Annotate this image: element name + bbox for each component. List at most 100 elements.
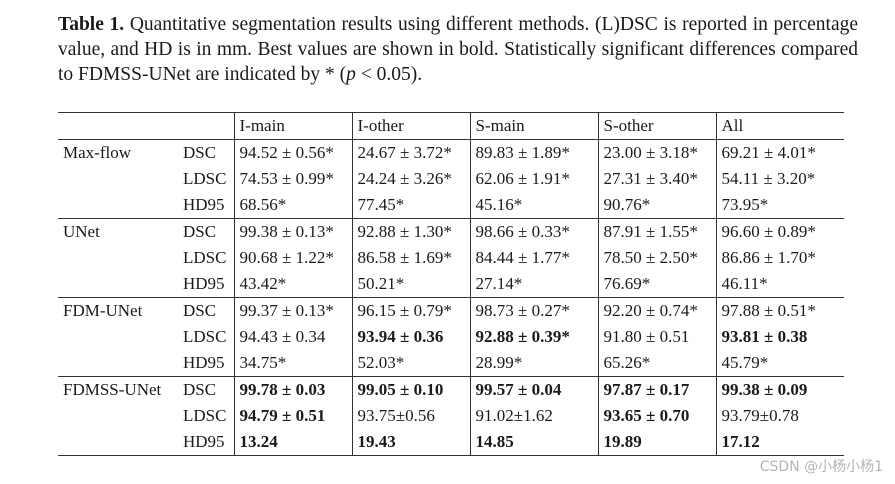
value-cell: 86.58 ± 1.69* (351, 245, 470, 271)
table-row: HD95 43.42*50.21*27.14*76.69*46.11* (58, 271, 844, 298)
value-cell: 69.21 ± 4.01* (715, 139, 844, 166)
value-cell: 87.91 ± 1.55* (597, 218, 716, 245)
value-cell: 99.38 ± 0.09 (715, 376, 844, 403)
metric-cell: DSC (178, 376, 234, 403)
header-cell: S-main (469, 112, 598, 140)
method-cell (58, 192, 178, 219)
header-cell (178, 112, 234, 140)
metric-cell: HD95 (183, 195, 225, 214)
value-cell: 46.11* (715, 271, 844, 298)
metric-cell: LDSC (183, 406, 227, 425)
caption-label: Table 1. (58, 14, 125, 35)
value-cell: 23.00 ± 3.18* (597, 139, 716, 166)
value-cell: 94.52 ± 0.56* (233, 139, 352, 166)
value-cell: 28.99* (469, 350, 598, 377)
value-cell: 19.43 (351, 429, 470, 456)
value-cell: 89.83 ± 1.89* (469, 139, 598, 166)
caption-text-end: < 0.05). (355, 64, 423, 85)
value-cell: 98.73 ± 0.27* (469, 297, 598, 324)
value-cell: 45.79* (715, 350, 844, 377)
value-cell: 93.94 ± 0.36 (351, 324, 470, 350)
value-cell: 90.76* (597, 192, 716, 219)
table-caption: Table 1. Quantitative segmentation resul… (58, 12, 858, 87)
value-cell: 96.60 ± 0.89* (715, 218, 844, 245)
value-cell: 62.06 ± 1.91* (469, 166, 598, 192)
watermark: CSDN @小杨小杨1 (759, 459, 883, 475)
method-cell (58, 429, 178, 456)
value-cell: 90.68 ± 1.22* (233, 245, 352, 271)
header-cell (58, 112, 178, 140)
value-cell: 24.67 ± 3.72* (351, 139, 470, 166)
method-cell (58, 271, 178, 298)
value-cell: 27.31 ± 3.40* (597, 166, 716, 192)
method-cell (58, 166, 178, 192)
method-cell (58, 350, 178, 377)
method-cell (58, 245, 178, 271)
metric-cell: LDSC (183, 327, 227, 346)
value-cell: 97.88 ± 0.51* (715, 297, 844, 324)
metric-cell: HD95 (183, 274, 225, 293)
value-cell: 76.69* (597, 271, 716, 298)
value-cell: 68.56* (233, 192, 352, 219)
value-cell: 92.20 ± 0.74* (597, 297, 716, 324)
method-cell (58, 324, 178, 350)
caption-p-symbol: p (346, 64, 356, 85)
metric-cell: LDSC (183, 248, 227, 267)
value-cell: 93.81 ± 0.38 (715, 324, 844, 350)
metric-cell: LDSC (183, 169, 227, 188)
value-cell: 93.65 ± 0.70 (597, 403, 716, 429)
value-cell: 93.79±0.78 (715, 403, 844, 429)
value-cell: 97.87 ± 0.17 (597, 376, 716, 403)
value-cell: 34.75* (233, 350, 352, 377)
value-cell: 43.42* (233, 271, 352, 298)
metric-cell: HD95 (178, 429, 234, 456)
value-cell: 65.26* (597, 350, 716, 377)
value-cell: 78.50 ± 2.50* (597, 245, 716, 271)
value-cell: 86.86 ± 1.70* (715, 245, 844, 271)
value-cell: 91.80 ± 0.51 (597, 324, 716, 350)
method-cell: Max-flow (58, 139, 178, 166)
metric-cell: DSC (178, 218, 234, 245)
table-row: HD95 68.56*77.45*45.16*90.76*73.95* (58, 192, 844, 219)
method-cell: UNet (58, 218, 178, 245)
value-cell: 45.16* (469, 192, 598, 219)
value-cell: 94.79 ± 0.51 (233, 403, 352, 429)
value-cell: 17.12 (715, 429, 844, 456)
value-cell: 99.57 ± 0.04 (469, 376, 598, 403)
value-cell: 24.24 ± 3.26* (351, 166, 470, 192)
caption-text: Quantitative segmentation results using … (58, 14, 858, 85)
value-cell: 19.89 (597, 429, 716, 456)
value-cell: 50.21* (351, 271, 470, 298)
value-cell: 93.75±0.56 (351, 403, 470, 429)
value-cell: 92.88 ± 1.30* (351, 218, 470, 245)
value-cell: 99.37 ± 0.13* (233, 297, 352, 324)
value-cell: 94.43 ± 0.34 (233, 324, 352, 350)
value-cell: 99.78 ± 0.03 (233, 376, 352, 403)
metric-cell: DSC (178, 297, 234, 324)
value-cell: 13.24 (233, 429, 352, 456)
metric-cell: DSC (178, 139, 234, 166)
header-cell: S-other (597, 112, 716, 140)
table-row: LDSC 90.68 ± 1.22*86.58 ± 1.69*84.44 ± 1.… (58, 245, 844, 271)
value-cell: 73.95* (715, 192, 844, 219)
value-cell: 99.38 ± 0.13* (233, 218, 352, 245)
value-cell: 74.53 ± 0.99* (233, 166, 352, 192)
value-cell: 92.88 ± 0.39* (469, 324, 598, 350)
method-cell (58, 403, 178, 429)
value-cell: 27.14* (469, 271, 598, 298)
value-cell: 84.44 ± 1.77* (469, 245, 598, 271)
value-cell: 77.45* (351, 192, 470, 219)
value-cell: 14.85 (469, 429, 598, 456)
value-cell: 91.02±1.62 (469, 403, 598, 429)
header-cell: I-other (351, 112, 470, 140)
value-cell: 52.03* (351, 350, 470, 377)
table-row: LDSC 74.53 ± 0.99*24.24 ± 3.26*62.06 ± 1.… (58, 166, 844, 192)
value-cell: 96.15 ± 0.79* (351, 297, 470, 324)
method-cell: FDM-UNet (58, 297, 178, 324)
header-cell: All (715, 112, 844, 140)
value-cell: 54.11 ± 3.20* (715, 166, 844, 192)
